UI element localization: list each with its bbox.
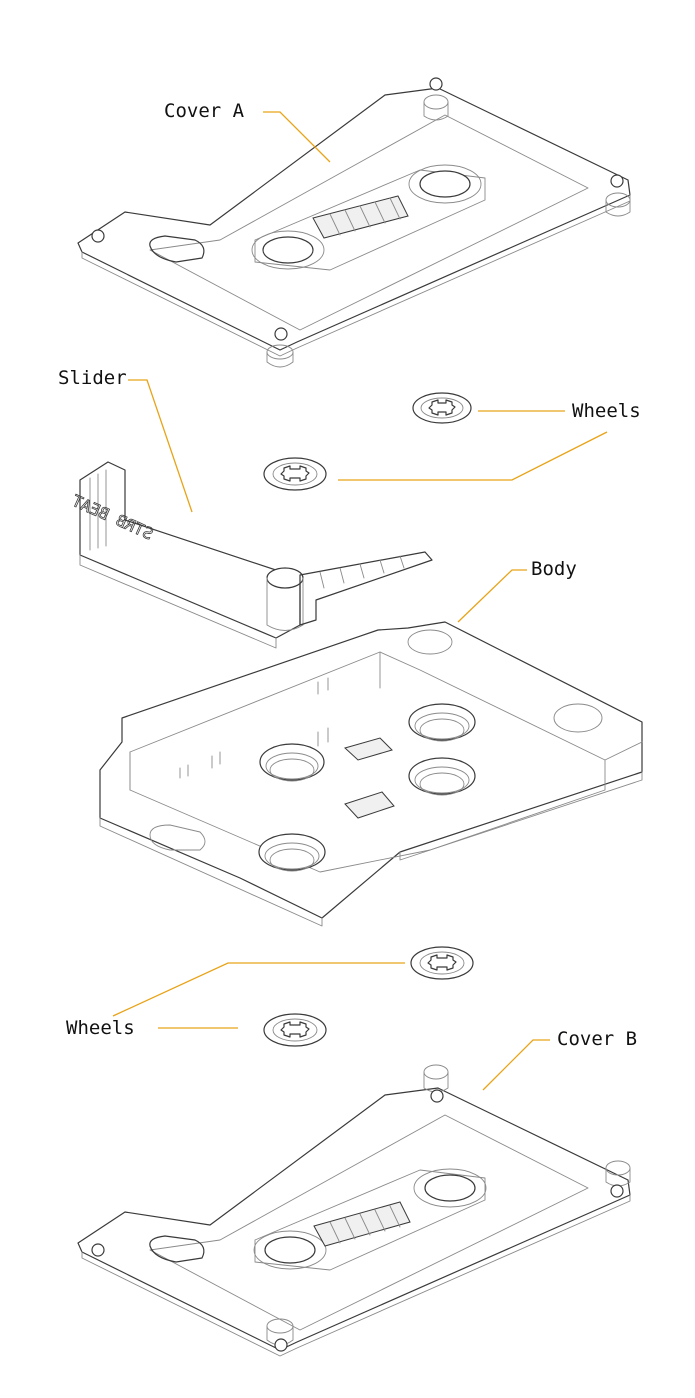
cover-b-screw-left [91,1243,105,1257]
label-slider: Slider [58,367,127,389]
cover-a-screw-left [91,229,105,243]
cover-b-window [254,1169,486,1271]
leader-cover-b [482,1039,550,1091]
cover-a [77,77,631,368]
cover-b-slot [149,1235,205,1263]
cover-a-inner-panel [149,114,589,331]
leader-slider [128,379,193,513]
cover-a-hub-right-outer [408,164,482,204]
cover-a-hub-right [419,170,471,198]
slider-comb [299,551,433,626]
cover-a-screw-bottom [266,327,294,368]
label-wheels-top: Wheels [572,400,641,422]
body [99,621,643,927]
cover-a-hub-left-outer [251,230,325,270]
cover-b-screw-top [423,1064,449,1103]
wheel-bottom-left [263,1013,327,1047]
body-hub-bottom-left [258,833,326,872]
label-cover-a: Cover A [164,100,245,122]
cover-b-screw-right [605,1160,631,1198]
cover-a-slot [149,235,205,263]
body-side-hole [553,703,603,733]
wheel-top-right [412,392,472,424]
wheel-top-left [263,457,327,491]
body-corner-post [407,629,453,655]
body-hub-bottom-right [408,757,476,796]
slider-post-side [266,577,304,631]
body-window-top [344,737,393,761]
cover-a-screw-top [423,77,449,121]
cover-b-outline [77,1087,631,1351]
slider-edge [79,554,277,649]
body-hub-top-left [259,743,325,782]
slider-grip [89,469,107,551]
label-cover-b: Cover B [557,1028,638,1050]
cover-a-tape-lines [329,197,401,236]
cover-b-hub-left [264,1236,316,1264]
cover-b-tape-lines [329,1205,401,1244]
cover-a-hub-left [262,236,314,264]
slider-post [266,567,304,589]
wheel-bottom-right [410,946,474,980]
leader-body [457,569,527,623]
body-hub-top-right [408,703,476,742]
body-pins [179,677,329,779]
body-window-bottom [344,791,395,819]
cover-b-hub-right-outer [413,1168,487,1208]
body-outline [99,621,643,919]
body-top-plate [129,651,606,873]
cover-b-inner-panel [149,1114,589,1331]
leader-wheels-bottom-a [112,962,405,1017]
cover-a-tape-window [312,195,409,239]
cover-b-hub-right [424,1174,476,1202]
cover-b-edge [81,1194,631,1357]
slider-comb-teeth [319,555,405,589]
leader-wheels-top-b [338,431,608,481]
leader-cover-a [263,111,331,163]
body-slot [149,824,206,851]
body-ribs [129,651,643,791]
cover-b [77,1064,631,1357]
label-body: Body [531,558,577,580]
cover-a-screw-right [605,174,631,217]
cover-b-screw-bottom [266,1318,294,1352]
cover-b-tape-window [313,1201,411,1247]
slider: STRB BEAT [68,461,433,649]
slider-engraving: STRB BEAT [69,491,156,544]
label-wheels-bottom: Wheels [66,1017,135,1039]
cover-a-outline [77,87,631,351]
cover-b-hub-left-outer [253,1230,327,1270]
